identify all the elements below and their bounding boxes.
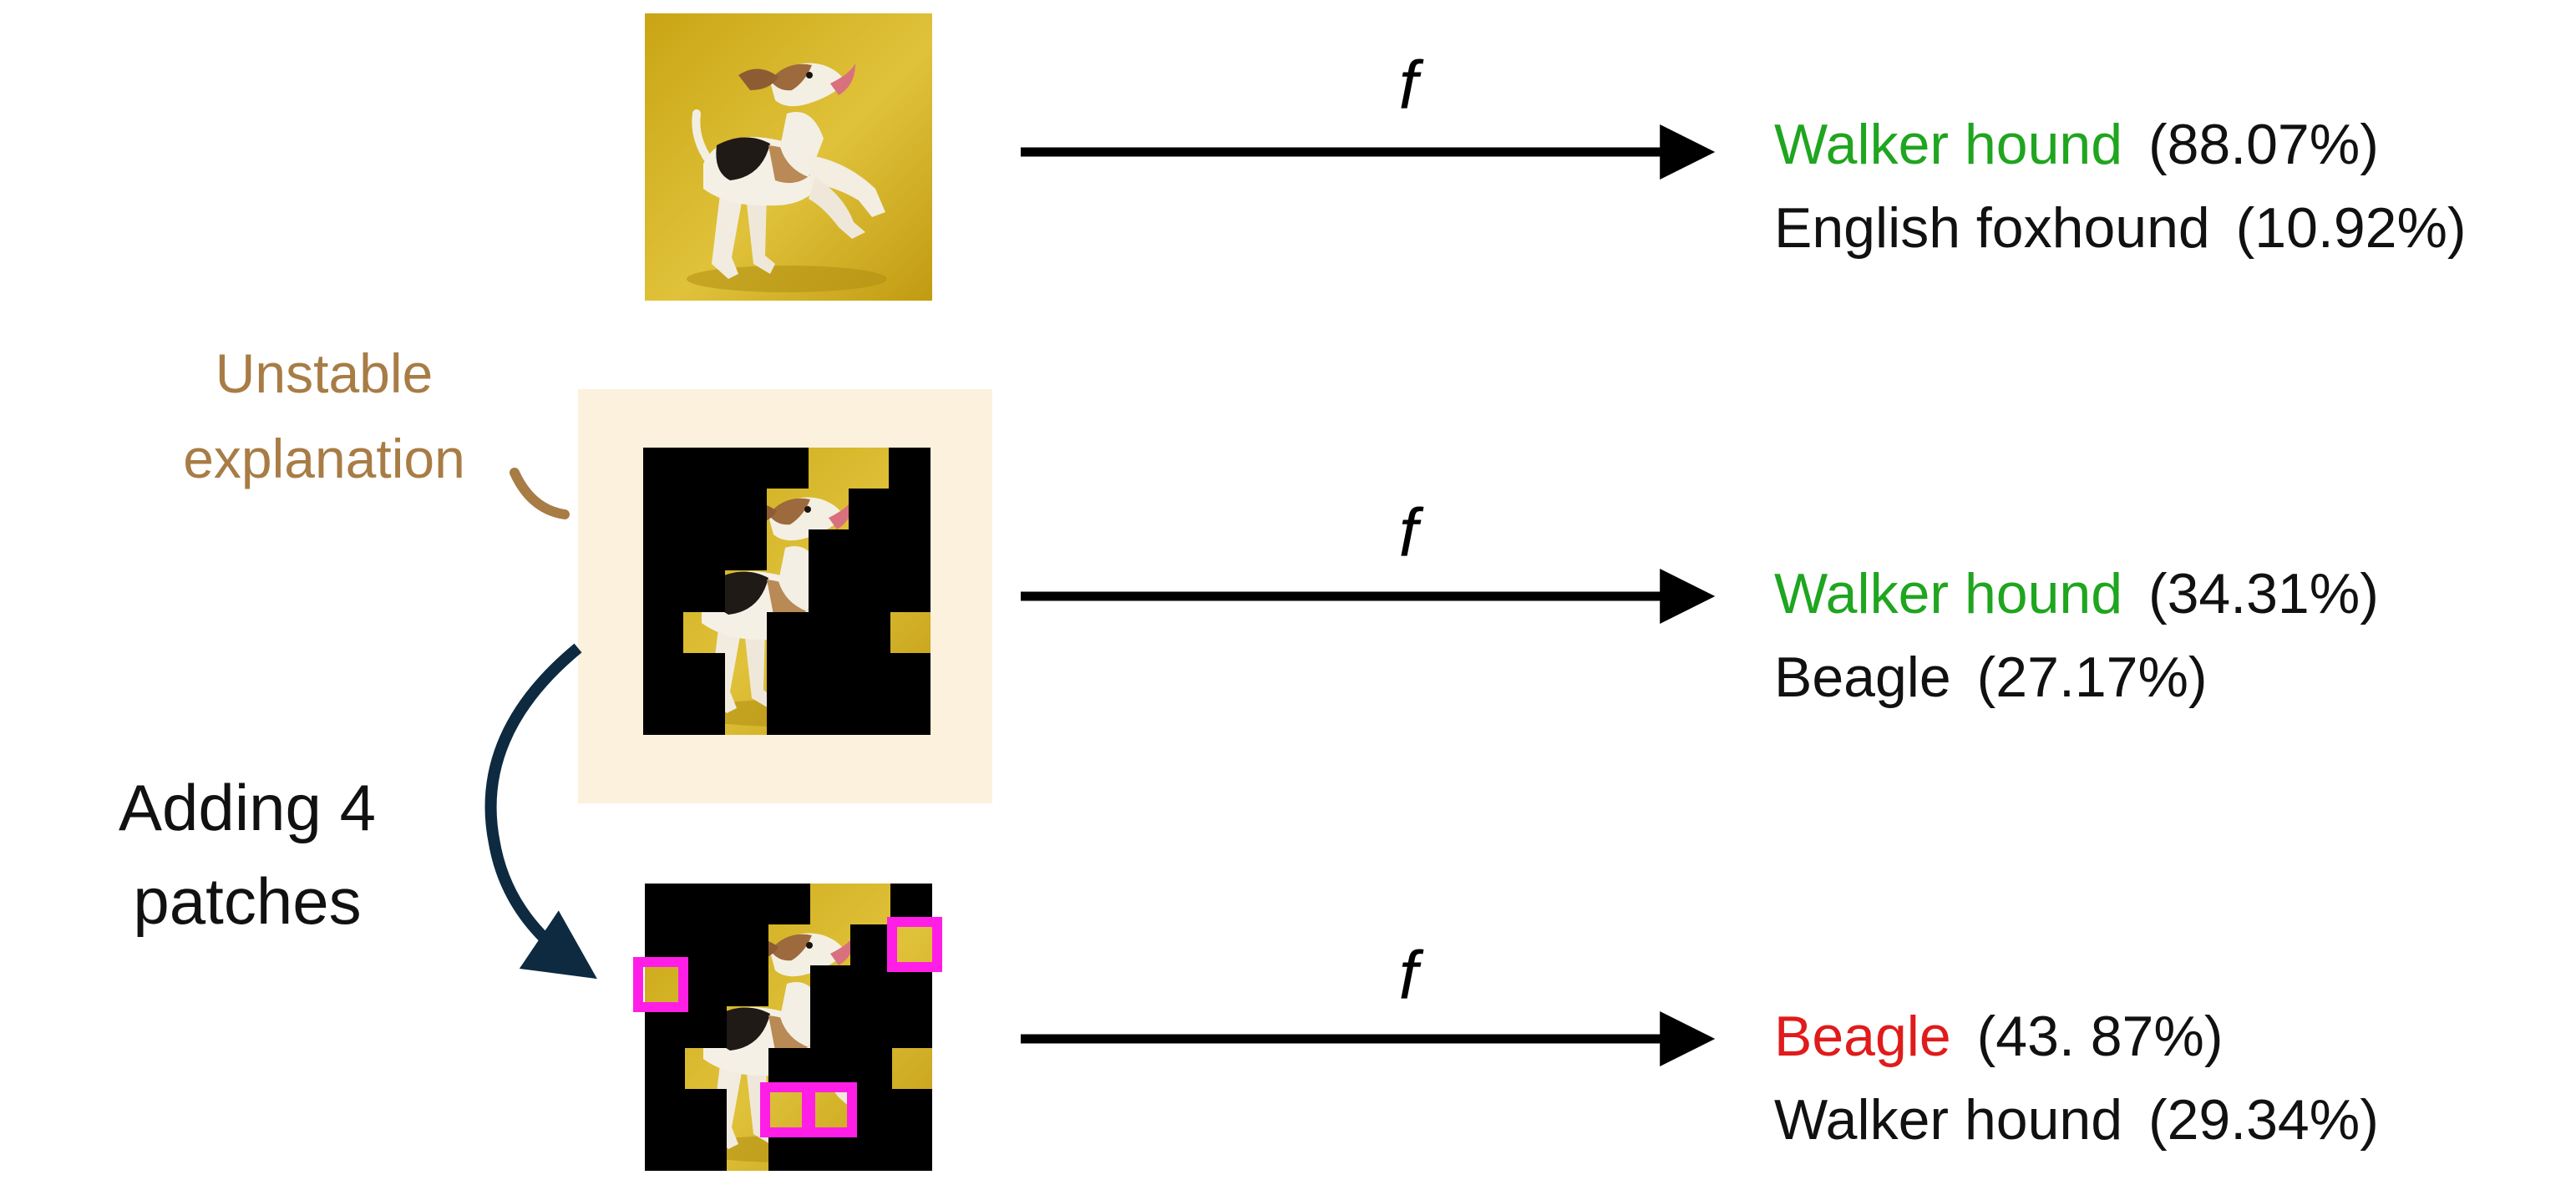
prediction-label: English foxhound (1774, 196, 2210, 260)
step-line-2: patches (133, 864, 361, 938)
prediction-line: Walker hound (34.31%) (1774, 562, 2379, 625)
prediction-line: Beagle (27.17%) (1774, 646, 2208, 709)
prediction-group-2: Walker hound (34.31%) Beagle (27.17%) (1774, 562, 2379, 709)
function-label-2: f (1399, 495, 1424, 571)
prediction-score: (10.92%) (2236, 196, 2467, 260)
callout-line-1: Unstable (216, 342, 434, 404)
original-image (645, 13, 932, 301)
function-label-3: f (1399, 938, 1424, 1014)
prediction-score: (34.31%) (2148, 562, 2379, 625)
prediction-label: Walker hound (1774, 1088, 2122, 1152)
added-patch-box (633, 957, 688, 1012)
prediction-line: Walker hound (29.34%) (1774, 1088, 2379, 1152)
callout-line-2: explanation (183, 428, 465, 489)
prediction-score: (29.34%) (2148, 1088, 2379, 1152)
callout-connector (510, 468, 570, 519)
prediction-group-1: Walker hound (88.07%) English foxhound (… (1774, 113, 2467, 260)
prediction-line: Walker hound (88.07%) (1774, 113, 2379, 176)
prediction-label: Beagle (1774, 1005, 1951, 1068)
masked-explanation-image (643, 448, 931, 735)
prediction-score: (43. 87%) (1977, 1005, 2224, 1068)
function-label-1: f (1399, 48, 1424, 124)
step-line-1: Adding 4 (119, 771, 376, 844)
prediction-group-3: Beagle (43. 87%) Walker hound (29.34%) (1774, 1005, 2379, 1152)
added-patch-highlights (633, 917, 942, 1137)
added-patch-box (802, 1082, 857, 1137)
prediction-label: Beagle (1774, 646, 1951, 709)
prediction-score: (27.17%) (1977, 646, 2208, 709)
curved-step-arrow (484, 643, 597, 980)
prediction-line: English foxhound (10.92%) (1774, 196, 2467, 260)
prediction-score: (88.07%) (2148, 113, 2379, 176)
prediction-label: Walker hound (1774, 113, 2122, 176)
added-patch-box (887, 917, 942, 972)
patched-image (645, 884, 932, 1171)
prediction-label: Walker hound (1774, 562, 2122, 625)
prediction-line: Beagle (43. 87%) (1774, 1005, 2223, 1068)
